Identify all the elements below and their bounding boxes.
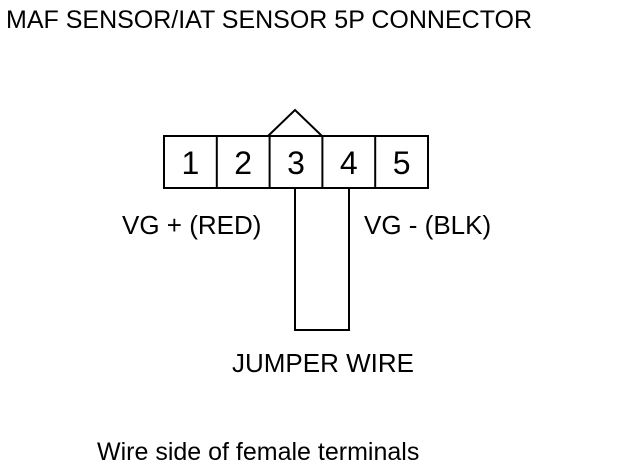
pin-number-4: 4: [340, 145, 358, 181]
connector-body: [163, 135, 429, 189]
pin-dividers: [215, 136, 377, 188]
vg-minus-label: VG - (BLK): [364, 210, 492, 240]
vg-plus-label: VG + (RED): [122, 210, 262, 240]
jumper-wire-label: JUMPER WIRE: [232, 348, 414, 378]
pin-number-3: 3: [287, 145, 305, 181]
jumper-wire-loop: [294, 188, 350, 331]
diagram-title: MAF SENSOR/IAT SENSOR 5P CONNECTOR: [6, 6, 533, 34]
connector-lock-tab: [267, 108, 323, 137]
diagram-caption: Wire side of female terminals: [97, 438, 420, 466]
pin-number-1: 1: [182, 145, 200, 181]
pin-number-5: 5: [393, 145, 411, 181]
pin-number-2: 2: [234, 145, 252, 181]
